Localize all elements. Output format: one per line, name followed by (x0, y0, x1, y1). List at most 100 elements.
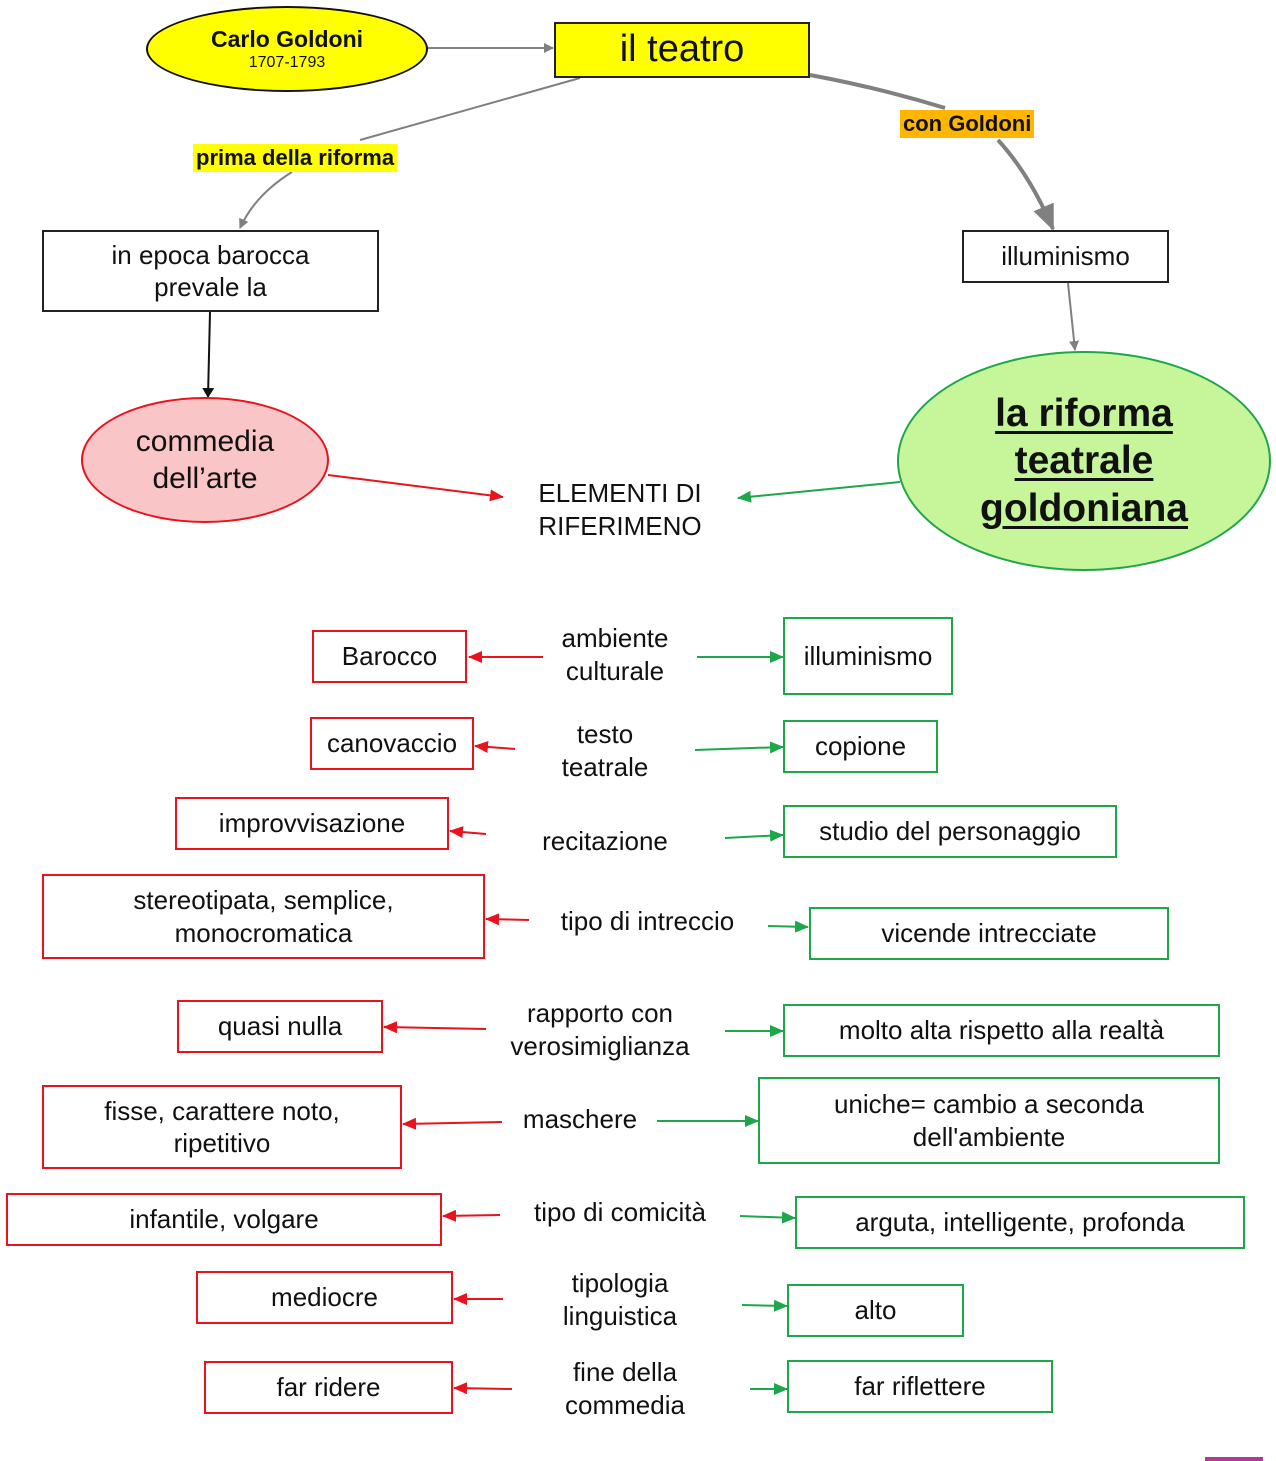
riforma-line-2: teatrale (1014, 439, 1154, 483)
before-text: infantile, volgare (129, 1204, 319, 1235)
carlo-goldoni-node: Carlo Goldoni 1707-1793 (146, 6, 428, 92)
before-box: mediocre (196, 1271, 453, 1324)
after-box: alto (787, 1284, 964, 1337)
after-box: molto alta rispetto alla realtà (783, 1004, 1220, 1057)
before-text: fisse, carattere noto, (104, 1095, 340, 1126)
before-text: Barocco (341, 641, 438, 672)
illuminismo-label: illuminismo (1001, 241, 1130, 272)
after-text: molto alta rispetto alla realtà (838, 1015, 1165, 1046)
arrow-to-after (724, 829, 784, 842)
elementi-line-1: ELEMENTI DI (538, 478, 702, 508)
criterion-text: recitazione (542, 826, 668, 856)
criterion-text: ambiente (561, 623, 669, 653)
before-text: improvvisazione (218, 808, 406, 839)
arrow-to-before (485, 913, 530, 926)
criterion-text: culturale (565, 655, 665, 686)
edge-prima-barocca (239, 171, 293, 229)
arrow-to-before (449, 826, 487, 839)
criterion-label: recitazione (510, 825, 700, 858)
after-box: illuminismo (783, 617, 953, 695)
illuminismo-box: illuminismo (962, 230, 1169, 283)
before-text: quasi nulla (217, 1011, 343, 1042)
epoca-barocca-box: in epoca barocca prevale la (42, 230, 379, 312)
criterion-text: tipo di comicità (534, 1197, 706, 1227)
epoca-line-2: prevale la (154, 272, 267, 302)
before-box: fisse, carattere noto,ripetitivo (42, 1085, 402, 1169)
edge-label-con-goldoni: con Goldoni (900, 110, 1035, 138)
before-box: improvvisazione (175, 797, 449, 850)
author-dates: 1707-1793 (248, 54, 326, 72)
author-name: Carlo Goldoni (210, 25, 364, 52)
after-text: arguta, intelligente, profonda (855, 1207, 1185, 1238)
criterion-label: tipo di intreccio (530, 905, 765, 938)
row-arrows (383, 651, 809, 1395)
after-box: arguta, intelligente, profonda (795, 1196, 1245, 1249)
riforma-line-3: goldoniana (980, 486, 1188, 530)
after-text: dell'ambiente (912, 1121, 1066, 1152)
commedia-line-2: dell’arte (152, 462, 258, 495)
after-text: studio del personaggio (819, 816, 1081, 847)
arrow-to-before (402, 1117, 503, 1130)
elementi-di-riferimento: ELEMENTI DI RIFERIMENO (505, 477, 735, 542)
before-text: ripetitivo (173, 1128, 271, 1158)
before-text: canovaccio (326, 728, 458, 759)
after-text: vicende intrecciate (881, 918, 1097, 949)
arrow-to-after (694, 741, 784, 754)
arrow-to-after (767, 920, 809, 933)
arrow-to-after (741, 1299, 788, 1312)
edge-barocca-commedia (202, 311, 215, 398)
il-teatro-node: il teatro (554, 22, 810, 78)
criterion-text: tipo di intreccio (560, 906, 735, 936)
arrow-to-before (453, 1382, 513, 1395)
after-box: studio del personaggio (783, 805, 1117, 858)
before-box: infantile, volgare (6, 1193, 442, 1246)
edge-commedia-elementi (327, 474, 504, 502)
arrow-to-before (383, 1021, 487, 1034)
before-box: far ridere (204, 1361, 453, 1414)
edge-con-illuminismo (996, 138, 1055, 231)
main-node-label: il teatro (619, 28, 745, 71)
criterion-text: teatrale (561, 751, 649, 782)
arrow-to-before (474, 740, 516, 753)
after-box: far riflettere (787, 1360, 1053, 1413)
before-box: Barocco (312, 630, 467, 683)
edge-label-prima: prima della riforma (193, 144, 398, 172)
criterion-text: rapporto con (527, 998, 673, 1028)
arrow-to-before (442, 1209, 501, 1222)
riforma-goldoniana-node: la riforma teatrale goldoniana (897, 351, 1271, 571)
criterion-text: testo (576, 719, 634, 749)
edge-teatro-prima (359, 77, 581, 141)
riforma-line-1: la riforma (995, 391, 1173, 435)
edge-riforma-elementi (737, 481, 901, 503)
before-box: quasi nulla (177, 1000, 383, 1053)
criterion-text: maschere (522, 1104, 638, 1134)
epoca-line-1: in epoca barocca (111, 239, 310, 270)
criterion-label: tipo di comicità (505, 1196, 735, 1229)
after-box: vicende intrecciate (809, 907, 1169, 960)
criterion-text: fine della (572, 1357, 678, 1387)
before-text: stereotipata, semplice, (133, 885, 394, 915)
elementi-line-2: RIFERIMENO (538, 510, 702, 541)
edge-illuminismo-riforma (1067, 282, 1080, 351)
edge-teatro-con (809, 73, 946, 110)
before-text: mediocre (271, 1282, 378, 1313)
criterion-text: commedia (565, 1389, 685, 1420)
after-text: copione (814, 731, 907, 762)
corner-mark (1205, 1457, 1263, 1461)
criterion-text: linguistica (562, 1300, 678, 1331)
before-text: far ridere (276, 1372, 381, 1403)
before-box: stereotipata, semplice,monocromatica (42, 874, 485, 959)
after-text: illuminismo (803, 640, 933, 671)
before-box: canovaccio (310, 717, 474, 770)
criterion-text: tipologia (571, 1268, 669, 1298)
commedia-line-1: commedia (135, 424, 275, 458)
after-text: uniche= cambio a seconda (833, 1089, 1145, 1119)
after-box: copione (783, 720, 938, 773)
